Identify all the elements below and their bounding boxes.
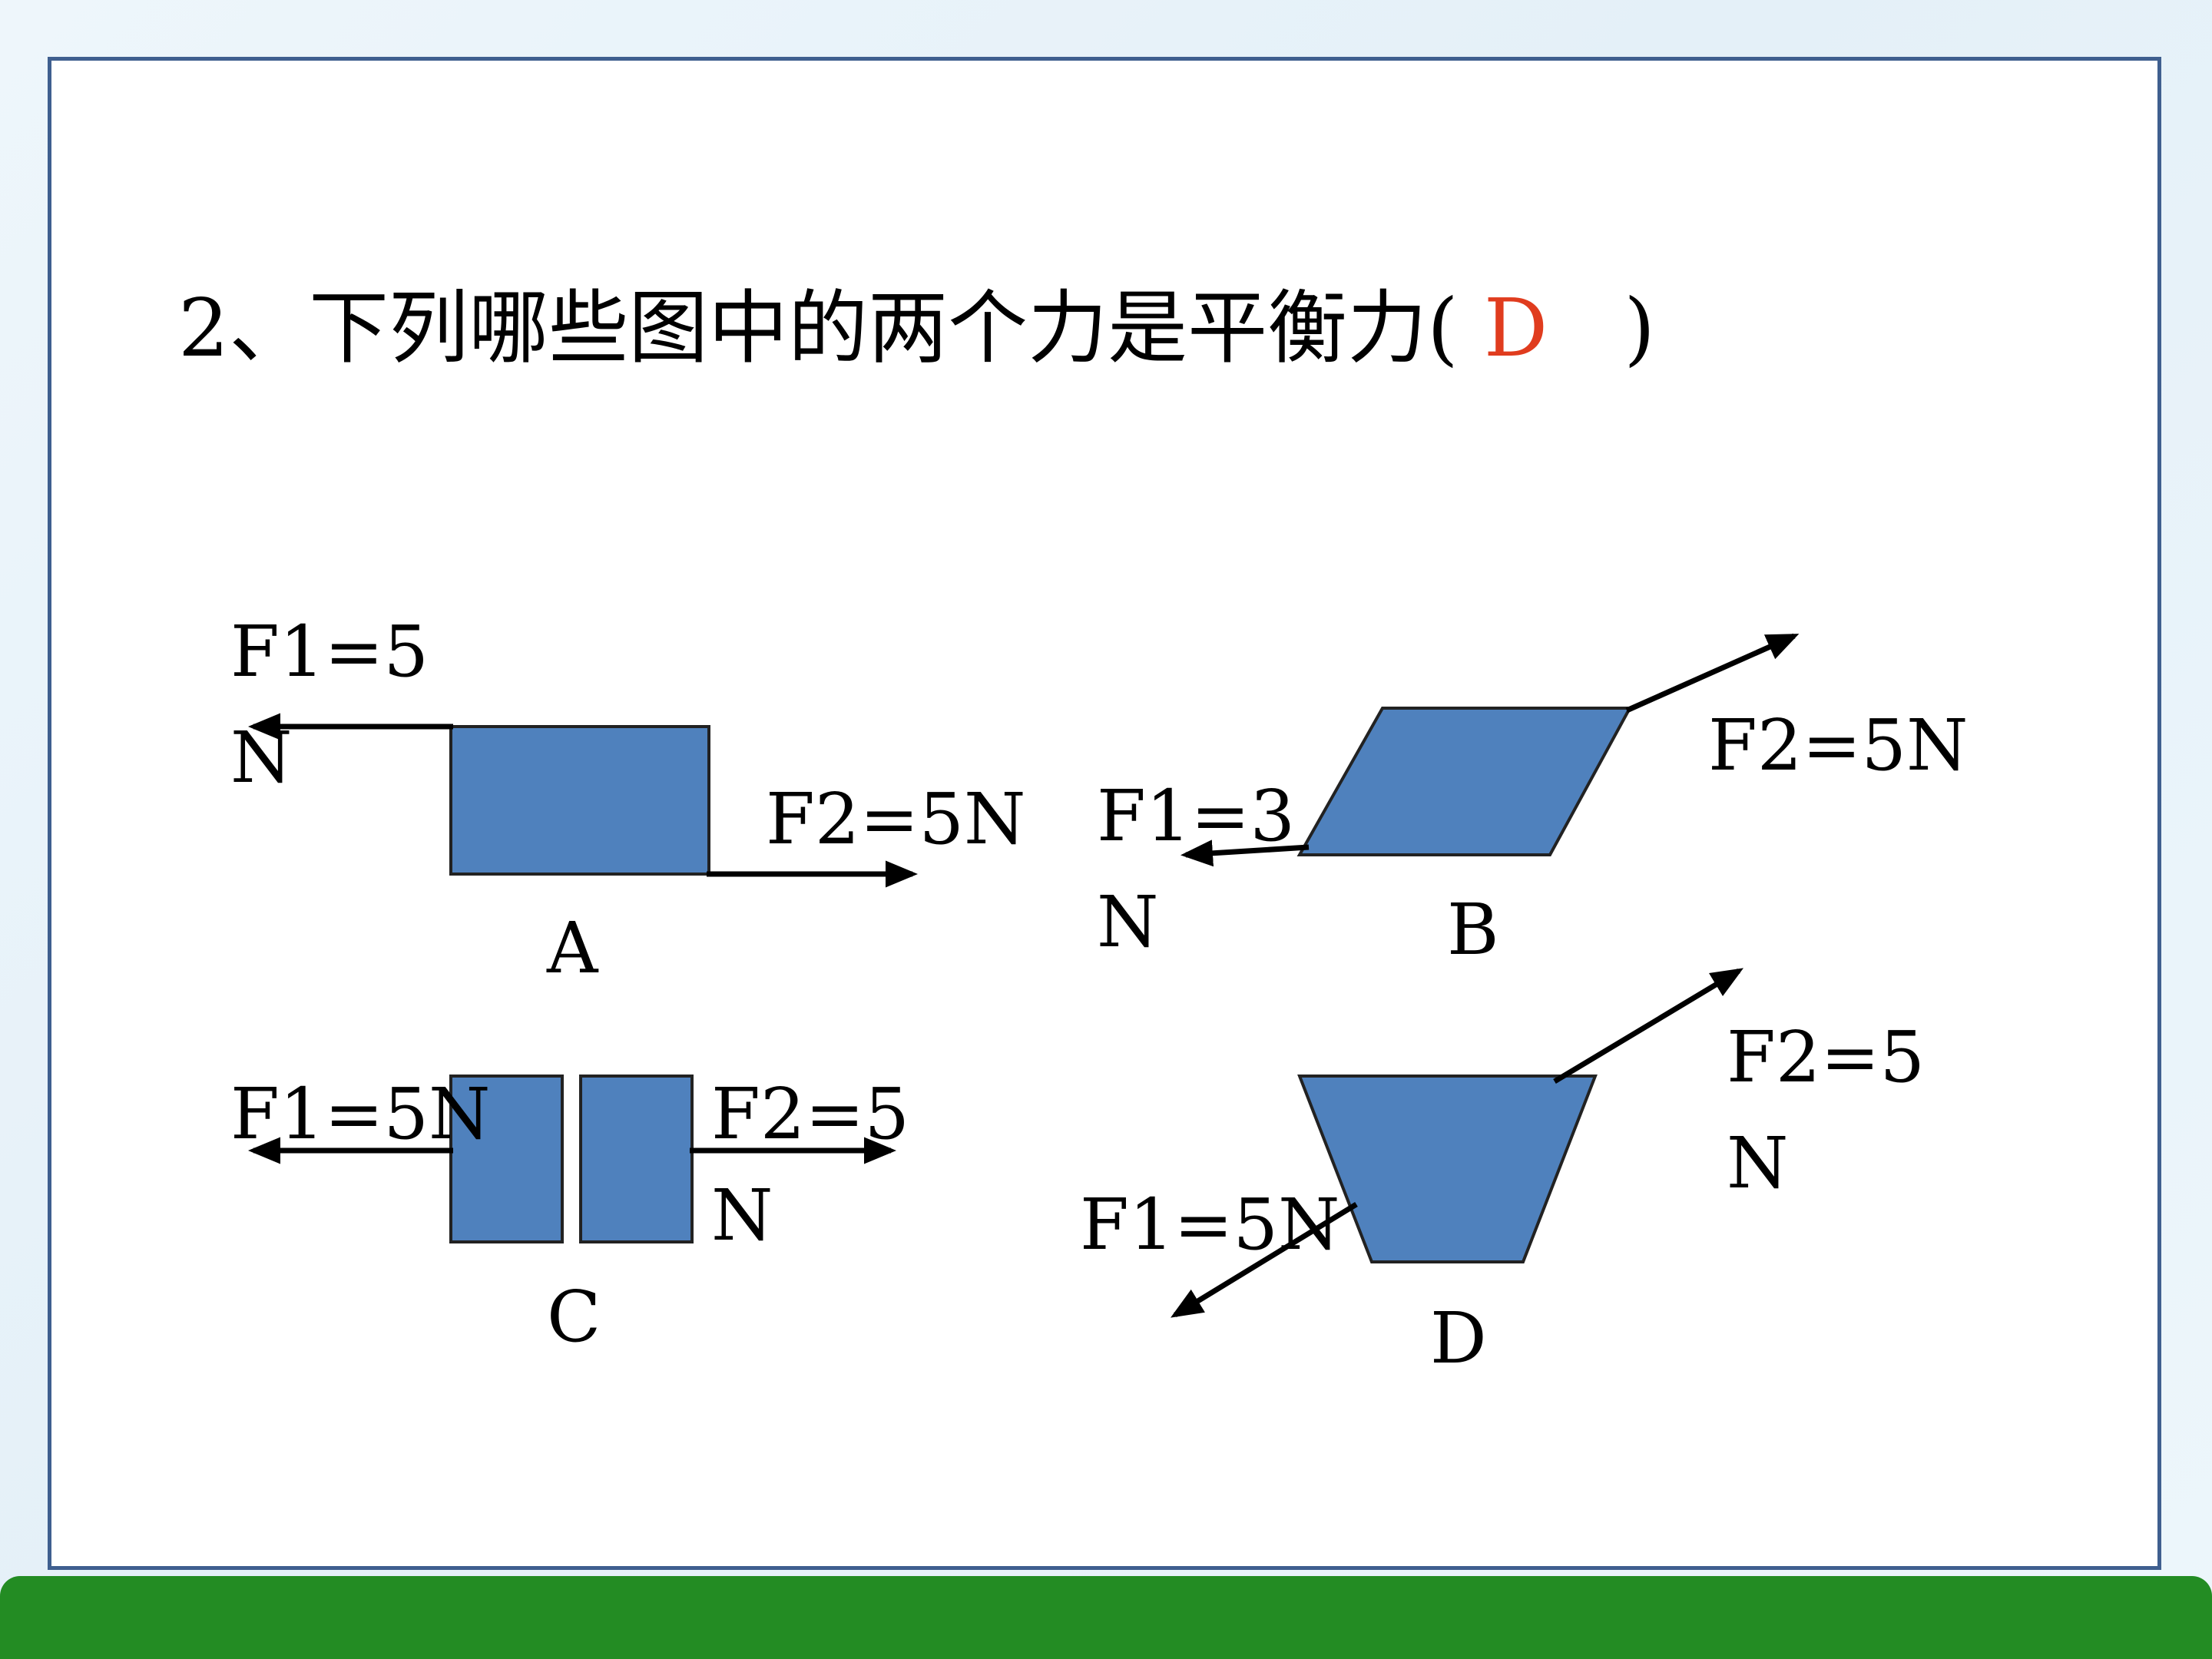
figure-d-force-2-arrow	[1553, 968, 1744, 1084]
figure-a: F1=5 N F2=5N A	[230, 611, 1026, 989]
footer-bar	[0, 1576, 2212, 1659]
figure-c-force-2-label-line2: N	[711, 1174, 773, 1257]
figure-c: F1=5N F2=5 N C	[230, 1073, 909, 1358]
figure-d-force-1-label: F1=5N	[1080, 1184, 1340, 1266]
figure-d-label: D	[1430, 1297, 1487, 1379]
slide-frame	[48, 57, 2161, 1570]
figure-d-trapezoid	[1297, 1075, 1598, 1263]
figure-b: F1=3 N F2=5N B	[1097, 633, 1969, 971]
figure-a-block	[449, 725, 710, 876]
figure-b-label: B	[1447, 889, 1499, 971]
figure-d: F1=5N F2=5 N D	[1080, 968, 1925, 1379]
figure-b-force-1-label-line1: F1=3	[1097, 775, 1295, 857]
figure-c-right-block	[579, 1075, 694, 1243]
figure-c-left-block	[449, 1075, 564, 1243]
figure-b-parallelogram	[1296, 707, 1633, 856]
question-prefix: 2、下列哪些图中的两个力是平衡力(	[178, 281, 1459, 375]
question-text: 2、下列哪些图中的两个力是平衡力( D )	[178, 284, 1655, 372]
figure-b-force-1-label-line2: N	[1097, 881, 1159, 963]
figure-d-force-2-label-line1: F2=5	[1727, 1016, 1925, 1098]
figure-b-force-2-arrow	[1625, 633, 1800, 714]
figure-d-force-2-label-line2: N	[1727, 1122, 1789, 1204]
figure-a-force-2-label: F2=5N	[766, 778, 1026, 860]
figure-c-label: C	[547, 1276, 601, 1358]
figure-b-force-1-arrow	[1181, 839, 1310, 867]
figure-b-force-2-label: F2=5N	[1708, 704, 1969, 786]
answer-text: D	[1483, 281, 1548, 375]
figure-c-force-2-label-line1: F2=5	[711, 1073, 909, 1155]
figure-c-force-1-label: F1=5N	[230, 1073, 491, 1155]
figure-a-force-1-label-line2: N	[230, 717, 293, 799]
figure-a-force-1-label-line1: F1=5	[230, 611, 429, 693]
figure-a-label: A	[546, 907, 599, 989]
question-suffix: )	[1598, 281, 1655, 375]
figure-d-force-1-arrow	[1171, 1202, 1358, 1318]
